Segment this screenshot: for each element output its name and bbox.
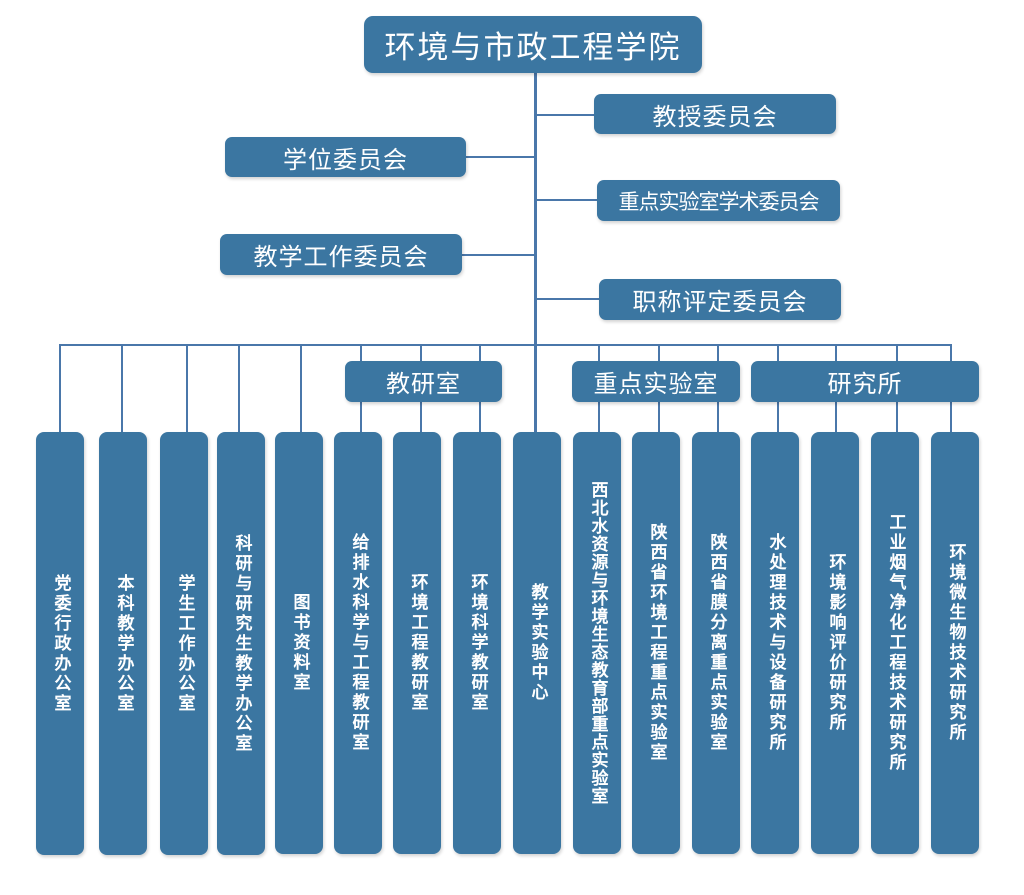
unit-library-room: 图书资料室 — [275, 432, 323, 854]
unit-shaanxi-membrane-lab: 陕西省膜分离重点实验室 — [692, 432, 740, 854]
unit-student-affairs-office: 学生工作办公室 — [160, 432, 208, 855]
committee-key-lab-academic: 重点实验室学术委员会 — [597, 180, 840, 221]
unit-env-sci-dept: 环境科学教研室 — [453, 432, 501, 854]
connector-line — [466, 156, 536, 158]
unit-label: 教学实验中心 — [527, 583, 548, 703]
unit-label: 水处理技术与设备研究所 — [765, 533, 786, 753]
connector-line — [536, 199, 599, 201]
drop-line — [238, 344, 240, 432]
unit-eia-institute: 环境影响评价研究所 — [811, 432, 859, 854]
unit-env-eng-dept: 环境工程教研室 — [393, 432, 441, 854]
root-node: 环境与市政工程学院 — [364, 16, 702, 73]
unit-label: 环境科学教研室 — [467, 573, 488, 713]
unit-label: 党委行政办公室 — [50, 573, 71, 714]
bus-line — [59, 344, 952, 346]
committee-label: 学位委员会 — [283, 145, 408, 174]
unit-party-admin-office: 党委行政办公室 — [36, 432, 84, 855]
unit-water-treatment-institute: 水处理技术与设备研究所 — [751, 432, 799, 854]
group-label: 研究所 — [827, 370, 903, 398]
committee-label: 教学工作委员会 — [253, 243, 429, 271]
unit-label: 学生工作办公室 — [174, 573, 195, 714]
trunk-line — [534, 72, 537, 432]
unit-label: 环境工程教研室 — [407, 573, 428, 713]
unit-label: 西北水资源与环境生态教育部重点实验室 — [587, 481, 608, 805]
connector-line — [461, 254, 536, 256]
root-label: 环境与市政工程学院 — [384, 30, 682, 66]
unit-flue-gas-institute: 工业烟气净化工程技术研究所 — [871, 432, 919, 854]
committee-title-evaluation: 职称评定委员会 — [599, 279, 841, 320]
group-label: 教研室 — [386, 370, 461, 398]
unit-label: 图书资料室 — [289, 593, 310, 693]
unit-label: 科研与研究生教学办公室 — [231, 533, 252, 754]
unit-label: 环境微生物技术研究所 — [945, 543, 966, 743]
group-institutes: 研究所 — [751, 361, 979, 402]
group-key-labs: 重点实验室 — [572, 361, 740, 402]
unit-research-grad-office: 科研与研究生教学办公室 — [217, 432, 265, 855]
unit-microbiology-institute: 环境微生物技术研究所 — [931, 432, 979, 854]
drop-line — [300, 344, 302, 432]
unit-label: 环境影响评价研究所 — [825, 553, 846, 733]
unit-teaching-lab-center: 教学实验中心 — [513, 432, 561, 854]
unit-northwest-water-lab: 西北水资源与环境生态教育部重点实验室 — [573, 432, 621, 854]
unit-shaanxi-env-eng-lab: 陕西省环境工程重点实验室 — [632, 432, 680, 854]
unit-label: 工业烟气净化工程技术研究所 — [885, 513, 906, 773]
drop-line — [121, 344, 123, 432]
unit-label: 给排水科学与工程教研室 — [348, 533, 369, 753]
unit-label: 陕西省环境工程重点实验室 — [646, 523, 667, 763]
group-label: 重点实验室 — [593, 370, 719, 398]
committee-label: 教授委员会 — [652, 102, 778, 131]
drop-line — [186, 344, 188, 432]
committee-label: 重点实验室学术委员会 — [618, 189, 820, 214]
unit-label: 本科教学办公室 — [113, 573, 134, 714]
group-teaching-research: 教研室 — [345, 361, 502, 402]
committee-label: 职称评定委员会 — [632, 288, 808, 316]
committee-teaching: 教学工作委员会 — [220, 234, 462, 275]
committee-professors: 教授委员会 — [594, 94, 836, 134]
unit-water-supply-dept: 给排水科学与工程教研室 — [334, 432, 382, 854]
connector-line — [536, 114, 596, 116]
connector-line — [536, 298, 601, 300]
drop-line — [59, 344, 61, 432]
unit-undergrad-office: 本科教学办公室 — [99, 432, 147, 855]
unit-label: 陕西省膜分离重点实验室 — [706, 533, 727, 753]
committee-degree: 学位委员会 — [225, 137, 466, 177]
